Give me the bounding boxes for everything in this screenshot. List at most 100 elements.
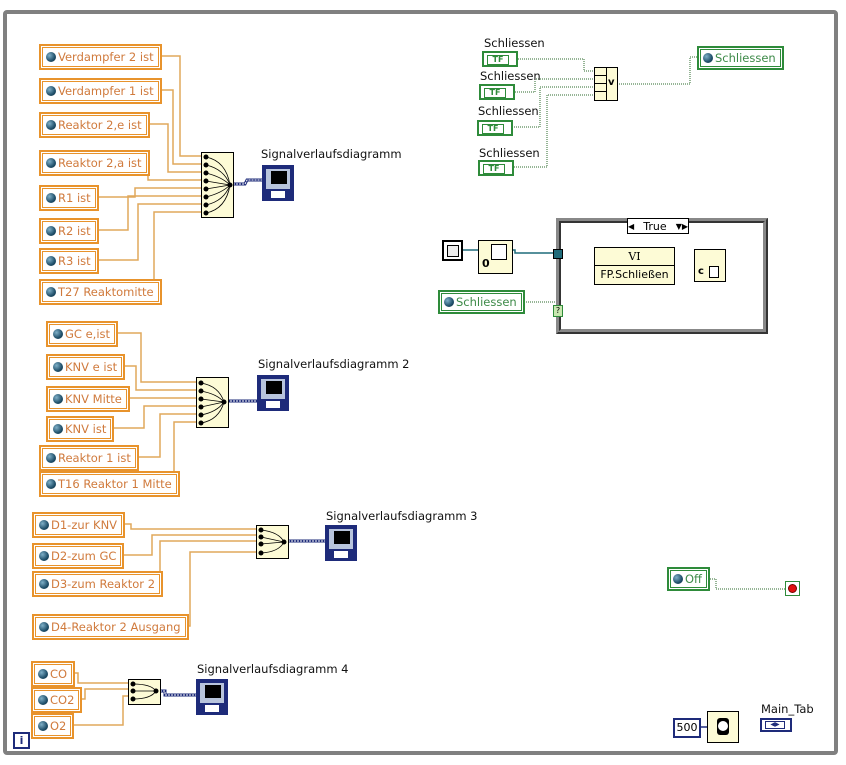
globe-icon xyxy=(39,579,49,589)
globe-icon xyxy=(38,695,48,705)
this-vi-reference-icon[interactable] xyxy=(442,240,463,261)
or-icon: v xyxy=(608,77,615,88)
local-variable-d3-zum-reaktor-2[interactable]: D3-zum Reaktor 2 xyxy=(31,571,164,597)
local-variable-verdampfer-1-ist[interactable]: Verdampfer 1 ist xyxy=(39,78,162,104)
globe-icon xyxy=(46,226,56,236)
compound-or-node[interactable]: v xyxy=(594,67,618,101)
invoke-node-method: FP.Schließen xyxy=(600,268,669,281)
bundle-icon xyxy=(203,154,233,216)
waveform-chart-terminal-4[interactable] xyxy=(196,679,228,715)
local-variable-schliessen-output[interactable]: Schliessen xyxy=(697,46,784,70)
globe-icon xyxy=(53,424,63,434)
stop-condition-terminal[interactable] xyxy=(785,581,800,596)
chart-label-3: Signalverlaufsdiagramm 3 xyxy=(326,509,478,523)
globe-icon xyxy=(53,362,63,372)
main-tab-terminal[interactable]: ◀▶ xyxy=(760,718,792,732)
local-variable-knv-mitte[interactable]: KNV Mitte xyxy=(46,386,130,412)
local-variable-t27-reaktomitte[interactable]: T27 Reaktomitte xyxy=(39,279,162,305)
globe-icon xyxy=(46,479,56,489)
local-variable-knv-ist[interactable]: KNV ist xyxy=(45,416,115,442)
local-variable-d2-zum-gc[interactable]: D2-zum GC xyxy=(31,543,125,569)
stop-icon xyxy=(788,584,797,593)
globe-icon xyxy=(673,574,683,584)
globe-icon xyxy=(444,297,454,307)
bundle-node-3[interactable] xyxy=(256,525,289,559)
waveform-chart-terminal-1[interactable] xyxy=(262,165,294,201)
decrement-arrow-icon[interactable]: ◀ xyxy=(628,221,635,231)
local-variable-reaktor-1-ist[interactable]: Reaktor 1 ist xyxy=(39,445,139,471)
watch-icon xyxy=(717,718,729,735)
globe-icon xyxy=(703,53,713,63)
local-variable-reaktor-2a-ist[interactable]: Reaktor 2,a ist xyxy=(39,150,150,176)
local-variable-co[interactable]: CO xyxy=(30,661,76,687)
case-selector[interactable]: ◀ True ▼▶ xyxy=(627,218,689,234)
loop-iteration-terminal[interactable]: i xyxy=(13,732,30,749)
globe-icon xyxy=(46,287,56,297)
local-variable-d4-reaktor-2-ausgang[interactable]: D4-Reaktor 2 Ausgang xyxy=(32,614,189,640)
local-variable-knv-e-ist[interactable]: KNV e ist xyxy=(45,354,126,380)
boolean-label-1: Schliessen xyxy=(484,36,545,50)
main-tab-label: Main_Tab xyxy=(761,702,814,716)
local-variable-co2[interactable]: CO2 xyxy=(30,687,83,713)
wait-ms-node[interactable] xyxy=(707,711,739,743)
boolean-terminal-4[interactable]: TF xyxy=(478,160,514,176)
close-reference-node[interactable]: c xyxy=(694,249,726,282)
chart-label-4: Signalverlaufsdiagramm 4 xyxy=(197,662,349,676)
local-variable-gc-e-ist[interactable]: GC e,ist xyxy=(45,321,119,347)
globe-icon xyxy=(38,669,48,679)
local-variable-t16-reaktor-1-mitte[interactable]: T16 Reaktor 1 Mitte xyxy=(39,471,180,497)
waveform-chart-terminal-3[interactable] xyxy=(325,525,357,561)
case-selector-terminal[interactable]: ? xyxy=(553,305,563,317)
boolean-label-4: Schliessen xyxy=(479,146,540,160)
local-variable-r3-ist[interactable]: R3 ist xyxy=(39,248,99,274)
local-variable-schliessen-condition[interactable]: Schliessen xyxy=(438,290,525,314)
globe-icon xyxy=(39,551,49,561)
globe-icon xyxy=(39,622,49,632)
invoke-node-class: VI xyxy=(595,248,674,266)
boolean-terminal-3[interactable]: TF xyxy=(477,120,513,136)
bundle-node-4[interactable] xyxy=(128,679,161,705)
chart-icon xyxy=(271,171,287,184)
boolean-terminal-1[interactable]: TF xyxy=(482,51,518,67)
tunnel xyxy=(553,249,563,259)
globe-icon xyxy=(46,193,56,203)
invoke-node-fp-close[interactable]: VI FP.Schließen xyxy=(594,247,675,285)
document-icon xyxy=(709,266,719,278)
globe-icon xyxy=(53,329,63,339)
enum-arrows-icon: ◀▶ xyxy=(765,721,785,729)
grid-icon xyxy=(491,244,507,260)
bundle-node-1[interactable] xyxy=(201,152,234,218)
boolean-terminal-2[interactable]: TF xyxy=(479,84,515,100)
bundle-icon xyxy=(258,527,287,556)
globe-icon xyxy=(39,520,49,530)
chart-label-2: Signalverlaufsdiagramm 2 xyxy=(258,357,410,371)
globe-icon xyxy=(46,86,56,96)
local-variable-d1-zur-knv[interactable]: D1-zur KNV xyxy=(31,512,126,538)
chart-icon xyxy=(334,531,350,544)
bundle-icon xyxy=(198,380,227,426)
wait-ms-constant[interactable]: 500 xyxy=(673,718,701,738)
local-variable-r1-ist[interactable]: R1 ist xyxy=(39,185,99,211)
bundle-icon xyxy=(130,681,159,702)
chart-label-1: Signalverlaufsdiagramm xyxy=(261,147,402,161)
dropdown-arrow-icon[interactable]: ▼▶ xyxy=(675,221,688,231)
globe-icon xyxy=(46,120,56,130)
globe-icon xyxy=(46,453,56,463)
boolean-label-2: Schliessen xyxy=(480,69,541,83)
waveform-chart-terminal-2[interactable] xyxy=(257,375,289,411)
chart-icon xyxy=(205,685,221,698)
boolean-label-3: Schliessen xyxy=(478,104,539,118)
globe-icon xyxy=(46,158,56,168)
local-variable-r2-ist[interactable]: R2 ist xyxy=(39,218,99,244)
globe-icon xyxy=(46,52,56,62)
globe-icon xyxy=(38,721,48,731)
chart-icon xyxy=(266,381,282,394)
globe-icon xyxy=(53,394,63,404)
local-variable-reaktor-2e-ist[interactable]: Reaktor 2,e ist xyxy=(39,112,150,138)
local-variable-verdampfer-2-ist[interactable]: Verdampfer 2 ist xyxy=(39,44,162,70)
local-variable-off[interactable]: Off xyxy=(667,567,710,591)
globe-icon xyxy=(46,256,56,266)
bundle-node-2[interactable] xyxy=(196,377,229,428)
open-vi-reference-node[interactable]: 0 xyxy=(478,240,513,274)
local-variable-o2[interactable]: O2 xyxy=(30,713,75,739)
